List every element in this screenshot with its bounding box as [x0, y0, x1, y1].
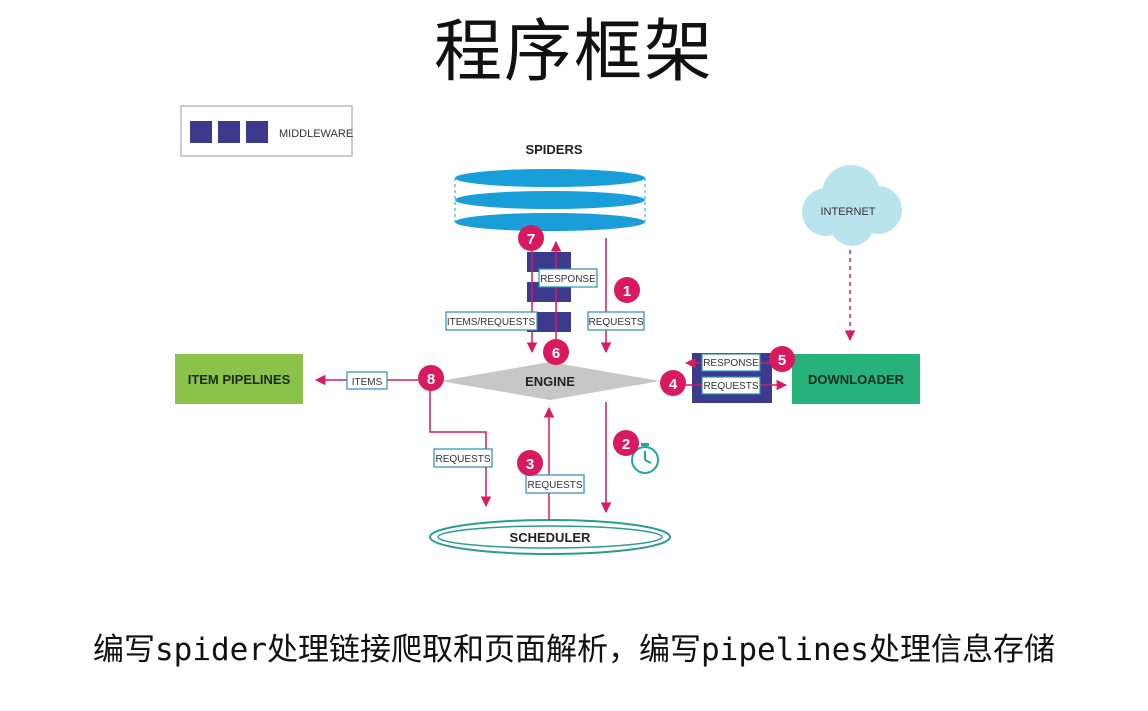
downloader-label: DOWNLOADER — [808, 372, 905, 387]
edge-label-requests-to-scheduler: REQUESTS — [433, 448, 493, 468]
svg-text:ITEMS/REQUESTS: ITEMS/REQUESTS — [447, 317, 536, 328]
svg-text:4: 4 — [669, 376, 678, 393]
downloader-node: DOWNLOADER — [792, 354, 920, 404]
svg-text:REQUESTS: REQUESTS — [435, 454, 490, 465]
caption: 编写spider处理链接爬取和页面解析，编写pipelines处理信息存储 — [93, 632, 1055, 668]
step-badge-4: 4 — [660, 370, 686, 396]
middleware-swatch — [218, 121, 240, 143]
spiders-node: SPIDERS — [454, 142, 646, 231]
svg-text:REQUESTS: REQUESTS — [588, 317, 643, 328]
svg-text:RESPONSE: RESPONSE — [540, 274, 596, 285]
item-pipelines-label: ITEM PIPELINES — [188, 372, 291, 387]
legend-label: MIDDLEWARE — [279, 128, 353, 140]
svg-text:REQUESTS: REQUESTS — [703, 381, 758, 392]
scheduler-label: SCHEDULER — [510, 530, 592, 545]
edge-label-requests-from-scheduler: REQUESTS — [525, 474, 585, 494]
edge-label-response-downloader: RESPONSE — [701, 353, 761, 372]
step-badge-3: 3 — [517, 450, 543, 476]
step-badge-7: 7 — [518, 225, 544, 251]
step-badge-1: 1 — [614, 277, 640, 303]
items-to-scheduler-arrow — [429, 390, 492, 508]
svg-text:6: 6 — [552, 345, 560, 362]
svg-text:7: 7 — [527, 231, 535, 248]
svg-text:ITEMS: ITEMS — [352, 377, 383, 388]
step-badge-8: 8 — [418, 365, 444, 391]
item-pipelines-node: ITEM PIPELINES — [175, 354, 303, 404]
edge-label-items: ITEMS — [346, 371, 388, 390]
middleware-swatch — [190, 121, 212, 143]
internet-node: INTERNET — [802, 165, 902, 246]
spiders-label: SPIDERS — [525, 142, 582, 157]
svg-text:REQUESTS: REQUESTS — [527, 480, 582, 491]
step-badge-6: 6 — [543, 339, 569, 365]
edge-label-requests-spider: REQUESTS — [587, 311, 645, 331]
engine-node: ENGINE — [440, 362, 660, 400]
edge-label-requests-downloader: REQUESTS — [701, 376, 761, 395]
svg-text:8: 8 — [427, 371, 435, 388]
step-badge-5: 5 — [769, 346, 795, 372]
page-title: 程序框架 — [433, 13, 714, 92]
legend: MIDDLEWARE — [180, 105, 353, 157]
edge-label-response-spider: RESPONSE — [538, 268, 598, 288]
svg-text:5: 5 — [778, 352, 786, 369]
internet-label: INTERNET — [821, 206, 876, 218]
timer-icon — [631, 443, 659, 474]
svg-text:2: 2 — [622, 436, 630, 453]
middleware-swatch — [246, 121, 268, 143]
svg-text:3: 3 — [526, 456, 534, 473]
svg-text:RESPONSE: RESPONSE — [703, 358, 759, 369]
svg-text:1: 1 — [623, 283, 631, 300]
edge-label-items-requests: ITEMS/REQUESTS — [445, 311, 538, 331]
step-badge-2: 2 — [613, 430, 639, 456]
scheduler-node: SCHEDULER — [429, 519, 671, 555]
engine-label: ENGINE — [525, 374, 575, 389]
